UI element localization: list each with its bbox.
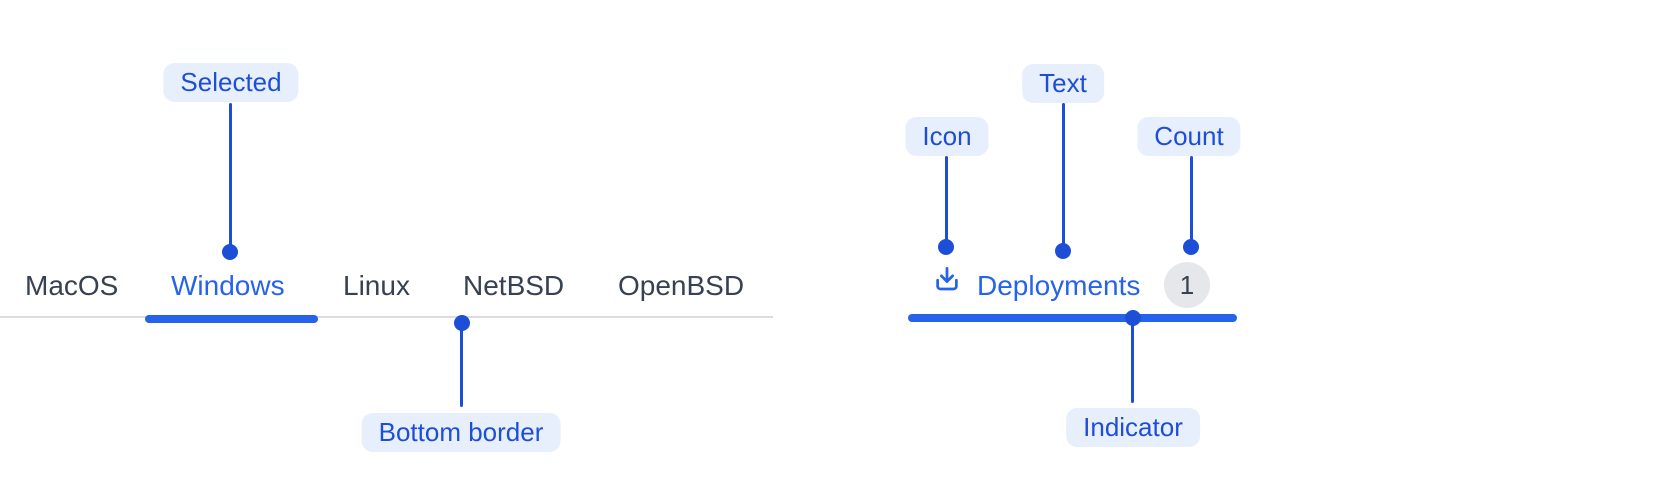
connector-line-text xyxy=(1062,103,1065,251)
selected-tab-underline xyxy=(145,315,318,323)
tab-netbsd[interactable]: NetBSD xyxy=(463,270,565,301)
tab-label: Deployments xyxy=(977,270,1141,301)
annotation-label-count: Count xyxy=(1137,117,1241,156)
connector-dot-count xyxy=(1183,239,1199,255)
connector-line-indicator xyxy=(1131,318,1134,403)
annotation-label-indicator: Indicator xyxy=(1066,408,1200,447)
tab-linux[interactable]: Linux xyxy=(343,270,410,301)
connector-dot-icon xyxy=(938,239,954,255)
deployments-tab[interactable]: Deployments 1 xyxy=(908,255,1238,310)
connector-line-selected xyxy=(229,103,232,252)
annotation-label-icon: Icon xyxy=(905,117,989,156)
tab-indicator xyxy=(908,314,1237,322)
count-badge: 1 xyxy=(1164,262,1210,308)
connector-line-icon xyxy=(945,156,948,247)
download-icon xyxy=(932,264,962,294)
connector-line-count xyxy=(1190,156,1193,247)
tab-macos[interactable]: MacOS xyxy=(25,270,119,301)
tabs-bottom-border xyxy=(0,316,773,318)
annotation-label-selected: Selected xyxy=(163,63,299,102)
annotation-label-text: Text xyxy=(1022,64,1104,103)
connector-dot-selected xyxy=(222,244,238,260)
connector-dot-text xyxy=(1055,243,1071,259)
tab-windows[interactable]: Windows xyxy=(171,270,285,301)
connector-line-bottom-border xyxy=(460,323,463,407)
annotation-label-bottom-border: Bottom border xyxy=(361,413,561,452)
tab-openbsd[interactable]: OpenBSD xyxy=(618,270,745,301)
